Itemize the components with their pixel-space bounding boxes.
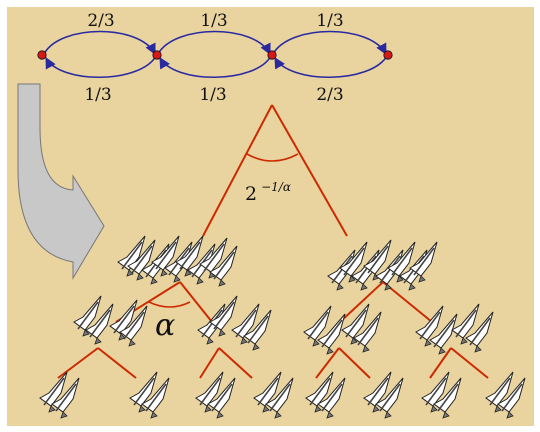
top-label-1: 1/3 [200,11,227,31]
bottom-label-1: 1/3 [199,85,226,105]
leaf-branch-c-left [315,347,340,379]
leaf-branch-c-right [338,347,371,379]
bottom-label-2: 2/3 [316,85,343,105]
left-subtree-branch-right [179,281,213,323]
arc-1-0-bottom [45,55,157,79]
top-label-2: 1/3 [316,11,343,31]
arc-2-1-bottom [159,55,272,79]
leaf-branch-a-right [97,347,137,379]
arc-3-2-bottom [274,55,388,79]
right-subtree-branch-right [382,281,433,323]
chain-node-3 [383,50,393,60]
chain-node-1 [152,50,162,60]
root-angle-base: 2 [245,183,257,205]
top-label-0: 2/3 [87,11,114,31]
root-angle-exponent: −1/α [261,180,291,194]
left-angle-arc [148,301,191,308]
root-branch-right [271,104,348,237]
chain-node-2 [267,50,277,60]
root-angle-label: 2 −1/α [245,180,291,205]
leaf-branch-d-left [429,347,452,379]
leaf-branch-a-left [57,347,99,379]
right-subtree-branch-left [339,281,384,323]
leaf-branch-d-right [450,347,489,379]
arc-0-1-top [43,30,156,56]
tree-branches [57,104,489,379]
arc-2-3-top [272,30,387,55]
chain-node-0 [37,50,47,60]
leaf-branch-b-right [218,347,253,379]
arc-1-2-top [157,30,271,56]
transform-arrow [17,83,105,280]
root-angle-arc [246,153,299,162]
root-branch-left [202,104,273,237]
bottom-label-0: 1/3 [84,85,111,105]
leaf-branch-b-left [199,347,220,379]
markov-chain: 2/3 1/3 1/3 1/3 1/3 2/3 [37,11,393,105]
branch-angle-label: α [155,308,175,343]
